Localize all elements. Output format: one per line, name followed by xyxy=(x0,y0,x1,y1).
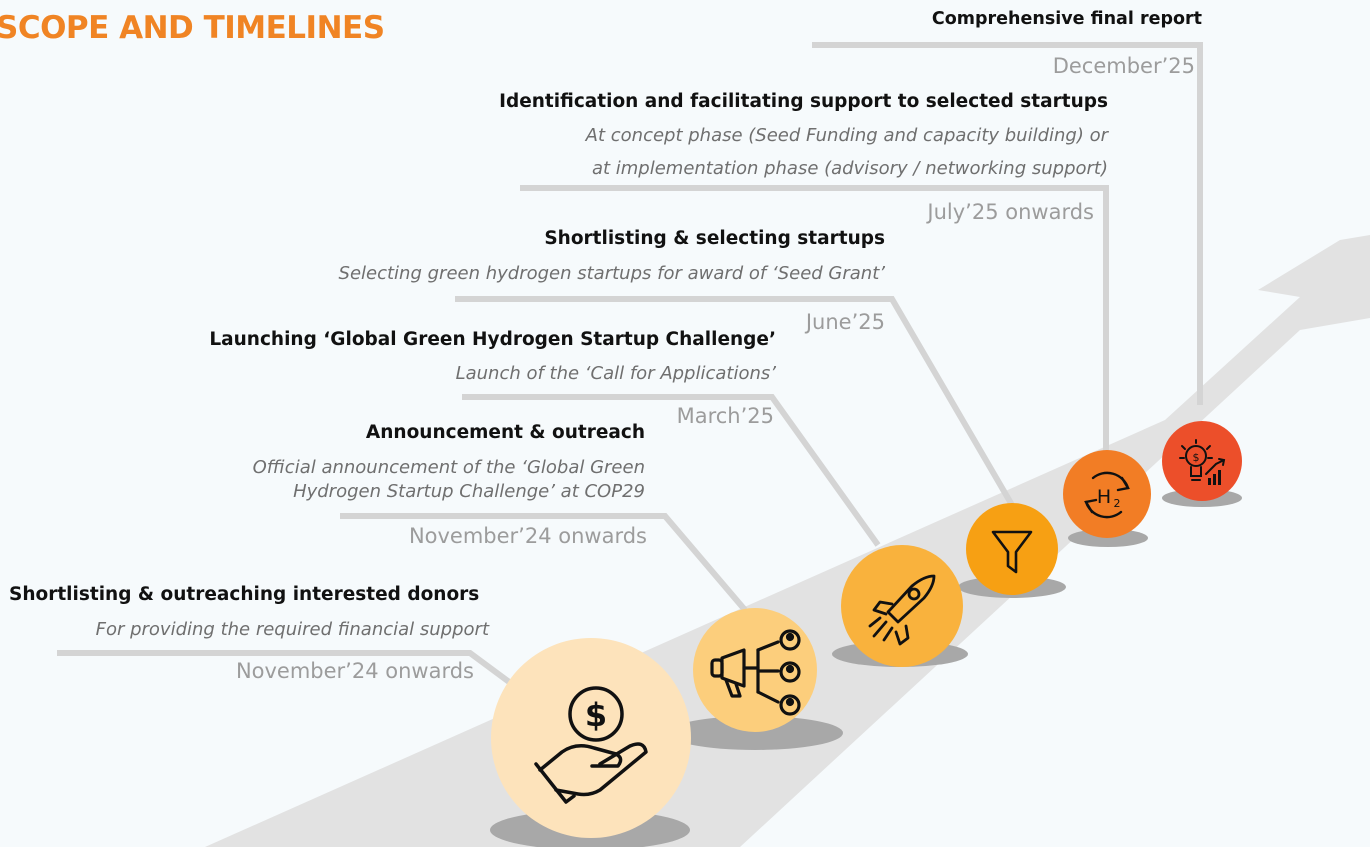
connector-3 xyxy=(462,394,881,547)
svg-text:$: $ xyxy=(585,696,607,734)
milestone-1-date: November’24 onwards xyxy=(235,659,474,683)
milestone-3-heading: Launching ‘Global Green Hydrogen Startup… xyxy=(209,329,776,350)
connector-5 xyxy=(520,185,1109,455)
donation-hand-icon: $ xyxy=(534,686,648,804)
milestone-4-heading: Shortlisting & selecting startups xyxy=(544,228,885,249)
milestone-circle-2 xyxy=(693,608,817,732)
svg-text:$: $ xyxy=(1193,451,1200,464)
milestone-1-subtitle: For providing the required financial sup… xyxy=(95,619,489,640)
shadow-2 xyxy=(667,716,843,750)
milestone-4-subtitle: Selecting green hydrogen startups for aw… xyxy=(338,263,885,284)
idea-growth-icon: $ xyxy=(1179,439,1226,485)
svg-text:2: 2 xyxy=(1114,497,1121,510)
milestone-5-heading: Identification and facilitating support … xyxy=(499,91,1108,112)
milestone-circle-6 xyxy=(1162,421,1242,501)
milestone-2-subtitle-line1: Official announcement of the ‘Global Gre… xyxy=(252,457,645,478)
connector-1 xyxy=(57,650,522,693)
milestone-6-heading: Comprehensive final report xyxy=(931,9,1202,29)
milestone-5-subtitle-line1: At concept phase (Seed Funding and capac… xyxy=(585,125,1108,146)
milestone-4-date: June’25 xyxy=(805,310,885,334)
milestone-3-subtitle: Launch of the ‘Call for Applications’ xyxy=(455,363,776,384)
milestone-2-heading: Announcement & outreach xyxy=(365,422,645,443)
rocket-icon xyxy=(868,574,936,646)
milestone-2-subtitle-line2: Hydrogen Startup Challenge’ at COP29 xyxy=(293,481,645,502)
connector-2 xyxy=(340,513,748,612)
svg-text:H: H xyxy=(1097,486,1111,508)
funnel-icon xyxy=(991,530,1033,574)
megaphone-icon xyxy=(710,629,801,716)
milestone-circle-4 xyxy=(966,503,1058,595)
milestone-6-date: December’25 xyxy=(1052,54,1195,78)
page-title: SCOPE AND TIMELINES xyxy=(0,10,385,46)
milestone-2-date: November’24 onwards xyxy=(408,524,647,548)
milestone-circle-5 xyxy=(1063,450,1151,538)
milestone-1-heading: Shortlisting & outreaching interested do… xyxy=(9,584,480,605)
milestone-3-date: March’25 xyxy=(676,404,774,428)
connector-6 xyxy=(812,42,1203,405)
milestone-circle-3 xyxy=(841,545,963,667)
connector-lines xyxy=(57,42,1203,693)
milestone-5-subtitle-line2: at implementation phase (advisory / netw… xyxy=(591,158,1108,179)
connector-4 xyxy=(455,296,1015,507)
hydrogen-cycle-icon: H 2 xyxy=(1084,471,1130,519)
milestone-5-date: July’25 onwards xyxy=(927,200,1094,224)
rising-arrow xyxy=(205,235,1370,847)
